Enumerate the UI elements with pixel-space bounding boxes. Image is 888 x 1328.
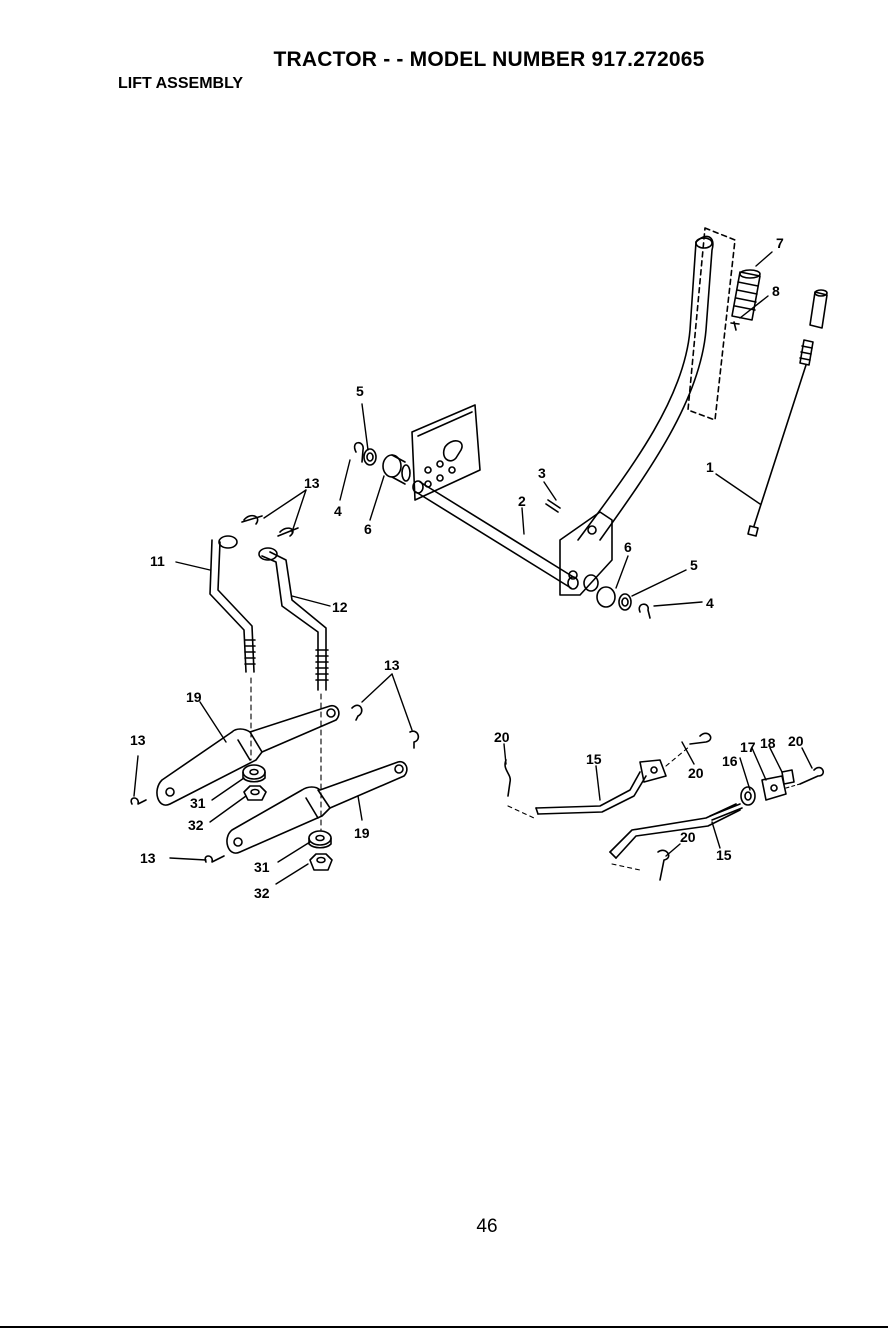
callout-2: 2	[518, 493, 526, 509]
clip-13-right-a	[352, 705, 362, 720]
callout-20-lower: 20	[680, 829, 696, 845]
callout-17: 17	[740, 739, 756, 755]
rod-15-upper	[536, 760, 666, 814]
callout-19-upper: 19	[186, 689, 202, 705]
washer-right	[619, 594, 631, 610]
callout-1: 1	[706, 459, 714, 475]
callout-13-right: 13	[384, 657, 400, 673]
lift-link-11	[210, 536, 255, 672]
bushing-right-2	[597, 587, 615, 607]
lift-link-12	[259, 548, 328, 690]
callout-3: 3	[538, 465, 546, 481]
nut-32-upper	[244, 786, 266, 800]
lift-rod	[748, 290, 827, 536]
callout-16: 16	[722, 753, 738, 769]
callout-20-right: 20	[788, 733, 804, 749]
callout-18: 18	[760, 735, 776, 751]
callout-4-left: 4	[334, 503, 342, 519]
lift-arm-upper	[157, 706, 339, 805]
ferrule-18	[782, 770, 794, 784]
callout-labels: 7 8 1 3 2 6 5 4 5 4 6 13 11 12 13 19 13 …	[130, 235, 804, 901]
callout-20-left: 20	[494, 729, 510, 745]
callout-6-right: 6	[624, 539, 632, 555]
clip-left	[355, 443, 364, 462]
washer-31-lower	[309, 831, 331, 845]
callout-15-lower: 15	[716, 847, 732, 863]
lift-handle	[578, 236, 713, 540]
washer-31-upper	[243, 765, 265, 779]
clip-20-left	[505, 760, 510, 796]
pin	[546, 500, 560, 512]
callout-6-left: 6	[364, 521, 372, 537]
callout-7: 7	[776, 235, 784, 251]
washer-left	[364, 449, 376, 465]
page-number: 46	[0, 1216, 888, 1238]
callout-32-upper: 32	[188, 817, 204, 833]
clip-13-right-b	[410, 731, 418, 748]
clip-right	[639, 604, 650, 618]
cross-shaft	[413, 481, 578, 589]
clip-20-right	[800, 768, 823, 784]
grip-screw	[731, 322, 739, 330]
clip-20-top	[690, 733, 711, 744]
callout-31-upper: 31	[190, 795, 206, 811]
callout-12: 12	[332, 599, 348, 615]
callout-32-lower: 32	[254, 885, 270, 901]
nut-16	[741, 787, 755, 805]
callout-13-left: 13	[130, 732, 146, 748]
callout-8: 8	[772, 283, 780, 299]
clip-13-lower-left	[205, 856, 224, 862]
callout-5-right: 5	[690, 557, 698, 573]
callout-4-right: 4	[706, 595, 714, 611]
clip-13-left	[131, 798, 146, 804]
callout-20-top: 20	[688, 765, 704, 781]
callout-15-upper: 15	[586, 751, 602, 767]
callout-5-left: 5	[356, 383, 364, 399]
callout-19-lower: 19	[354, 825, 370, 841]
callout-13-lower: 13	[140, 850, 156, 866]
callout-13-top: 13	[304, 475, 320, 491]
callout-11: 11	[150, 553, 165, 569]
callout-31-lower: 31	[254, 859, 270, 875]
